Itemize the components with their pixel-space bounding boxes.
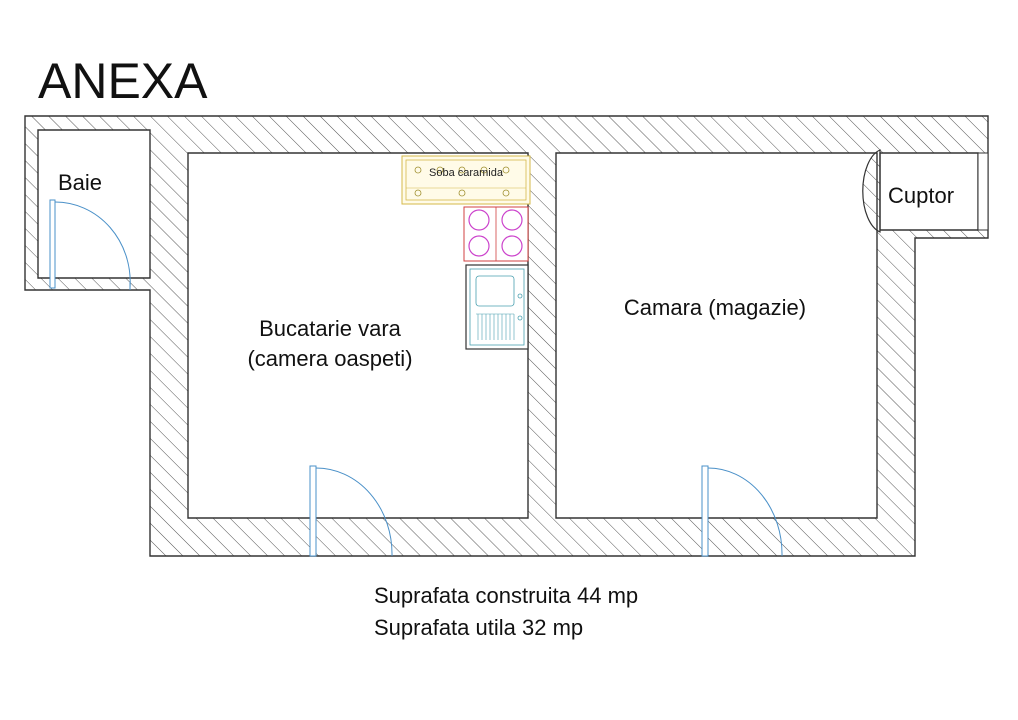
room-label-bucatarie-line2: (camera oaspeti) <box>247 346 413 371</box>
area-construita: Suprafata construita 44 mp <box>374 583 639 608</box>
room-label-cuptor: Cuptor <box>888 183 955 208</box>
room-label-bucatarie-line1: Bucatarie vara <box>259 316 401 341</box>
room-label-camara: Camara (magazie) <box>623 295 807 320</box>
walls <box>24 115 989 557</box>
camara-door <box>701 465 783 557</box>
cuptor-opening <box>862 149 989 233</box>
sink <box>465 264 529 350</box>
area-utila: Suprafata utila 32 mp <box>374 615 584 640</box>
hob <box>463 206 529 262</box>
baie-door <box>49 199 131 290</box>
fixture-label-soba: Soba caramida <box>429 167 503 179</box>
bucatarie-door <box>309 465 393 557</box>
room-label-baie: Baie <box>58 170 103 195</box>
page-title: ANEXA <box>38 53 208 109</box>
soba-caramida <box>401 155 531 205</box>
room-label-bucatarie: Bucatarie vara (camera oaspeti) <box>230 314 430 374</box>
